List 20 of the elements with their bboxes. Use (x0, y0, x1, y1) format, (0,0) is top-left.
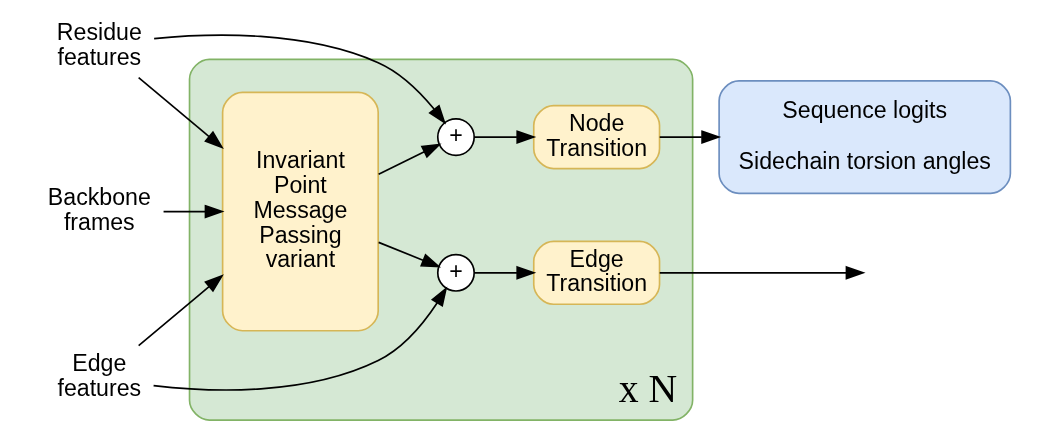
arrow (473, 265, 537, 280)
node-text: Edge features (57, 349, 142, 401)
arrow (377, 143, 442, 175)
arrow (152, 286, 448, 391)
arrow (473, 130, 537, 145)
arrow (658, 265, 866, 280)
node-box: Invariant Point Message Passing variant (221, 91, 379, 332)
arrow (377, 241, 442, 268)
node-box: Edge Transition (532, 240, 661, 306)
arrow (137, 76, 224, 149)
node-box: Node Transition (532, 104, 661, 170)
node-text: Residue features (56, 18, 142, 70)
arrow (137, 274, 224, 347)
node-text: Backbone frames (47, 184, 151, 236)
node-circle: + (436, 253, 475, 292)
node-circle: + (436, 118, 475, 157)
node-box: Sequence logits Sidechain torsion angles (718, 80, 1012, 195)
arrow (162, 204, 225, 219)
arrow (658, 130, 722, 145)
arrow (153, 34, 447, 125)
